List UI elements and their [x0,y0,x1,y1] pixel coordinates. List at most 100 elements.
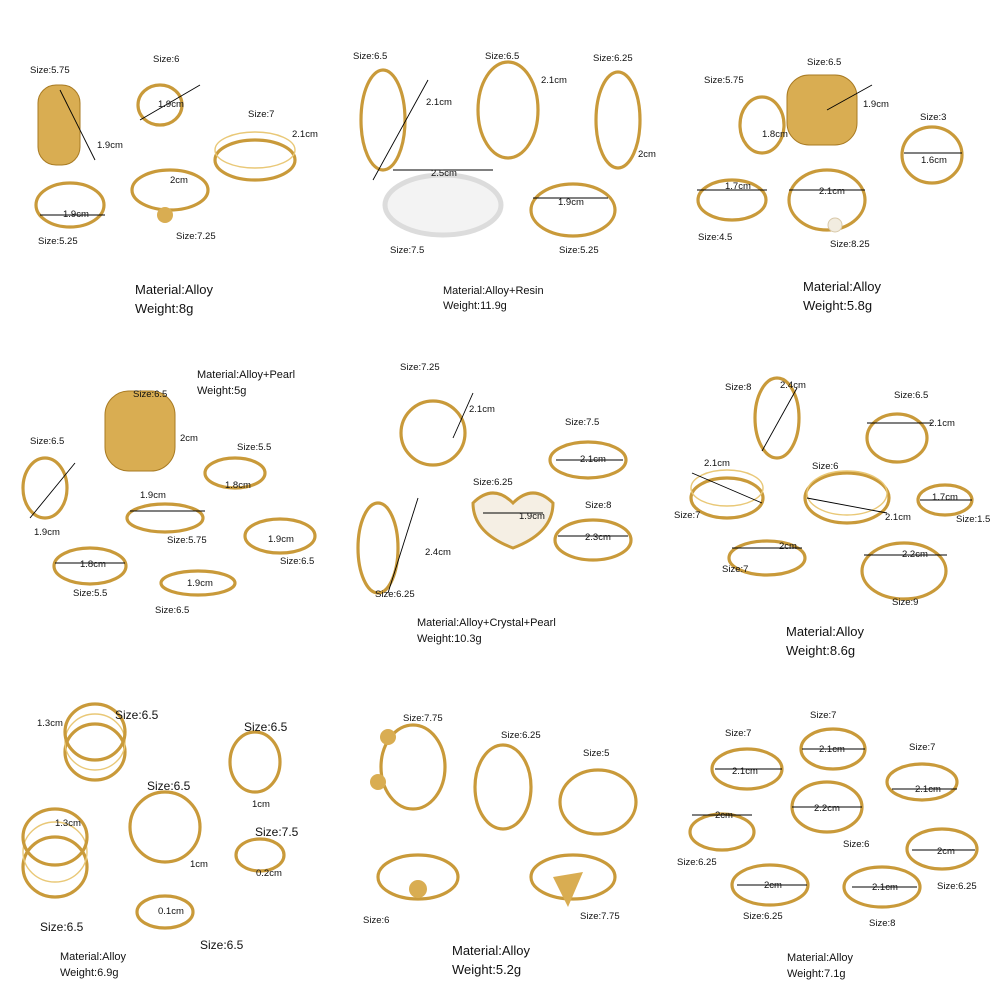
size-label: Size:1.5 [956,514,991,525]
size-label: Size:6.5 [485,51,520,62]
ring-set-illustration [688,727,979,909]
product-panel-5: Size:7.25 2.1cm Size:7.5 2.1cm Size:6.25… [333,333,666,666]
size-label: Size:5.25 [38,236,78,247]
material-text: Material:Alloy [787,952,854,964]
size-label: Size:6.25 [593,53,633,64]
measure-label: 1.3cm [37,718,63,729]
product-panel-2: Size:6.5 Size:6.5 Size:6.25 2.1cm 2.1cm … [333,0,666,333]
size-label: Size:6.25 [937,881,977,892]
size-label: Size:7.5 [255,825,299,839]
weight-text: Weight:6.9g [60,967,119,979]
measure-label: 2cm [937,846,955,857]
size-label: Size:6.5 [244,720,288,734]
material-text: Material:Alloy [452,943,531,958]
ring-set-illustration [21,702,286,930]
size-label: Size:8.25 [830,239,870,250]
measure-label: 1.7cm [725,181,751,192]
size-label: Size:6.5 [30,436,65,447]
size-label: Size:6.5 [807,57,842,68]
size-label: Size:7 [810,710,837,721]
measure-label: 2.1cm [704,458,730,469]
measure-label: 1.9cm [63,209,89,220]
size-label: Size:6.25 [677,857,717,868]
size-label: Size:6.5 [200,938,244,952]
measure-label: 2.1cm [292,129,318,140]
ring-set-illustration [689,376,974,601]
measure-label: 1cm [190,859,208,870]
product-panel-9: Size:7 Size:7 2.1cm 2.1cm Size:7 2.1cm 2… [667,667,1000,1000]
measure-label: 2.1cm [732,766,758,777]
size-label: Size:5.75 [30,65,70,76]
material-text: Material:Alloy+Crystal+Pearl [417,617,556,629]
size-label: Size:8 [725,382,752,393]
size-label: Size:6.5 [280,556,315,567]
size-label: Size:6.5 [894,390,929,401]
measure-label: 1.9cm [519,511,545,522]
size-label: Size:5.75 [167,535,207,546]
measure-label: 2.1cm [580,454,606,465]
measure-label: 2.2cm [902,549,928,560]
measure-label: 2cm [170,175,188,186]
measure-label: 2.1cm [885,512,911,523]
product-panel-4: Size:6.5 2cm Size:6.5 Size:5.5 1.8cm 1.9… [0,333,333,666]
size-label: Size:7 [722,564,749,575]
weight-text: Weight:11.9g [443,300,507,312]
measure-label: 1.9cm [187,578,213,589]
material-text: Material:Alloy [60,951,127,963]
measure-label: 2.1cm [819,744,845,755]
size-label: Size:7.5 [390,245,425,256]
measure-label: 2cm [764,880,782,891]
size-label: Size:6.5 [353,51,388,62]
product-panel-7: 1.3cm Size:6.5 Size:6.5 Size:6.5 1cm 1.3… [0,667,333,1000]
measure-label: 2.1cm [541,75,567,86]
size-label: Size:7 [909,742,936,753]
size-label: Size:8 [585,500,612,511]
measure-label: 1cm [252,799,270,810]
material-text: Material:Alloy+Pearl [197,369,296,381]
size-label: Size:6 [812,461,839,472]
ring-set-illustration [356,392,633,595]
measure-label: 2cm [715,810,733,821]
size-label: Size:7.25 [176,231,216,242]
size-label: Size:6.25 [501,730,541,741]
weight-text: Weight:7.1g [787,968,846,980]
size-label: Size:5 [583,748,610,759]
size-label: Size:6.5 [133,389,168,400]
measure-label: 2cm [779,541,797,552]
size-label: Size:7 [248,109,275,120]
measure-label: 1.9cm [140,490,166,501]
measure-label: 2.1cm [469,404,495,415]
measure-label: 2.1cm [819,186,845,197]
measure-label: 1.8cm [762,129,788,140]
measure-label: 2cm [180,433,198,444]
size-label: Size:9 [892,597,919,608]
material-text: Material:Alloy [786,624,865,639]
size-label: Size:6 [363,915,390,926]
weight-text: Weight:8.6g [786,643,856,658]
size-label: Size:3 [920,112,947,123]
size-label: Size:6.5 [115,708,159,722]
measure-label: 2.3cm [585,532,611,543]
measure-label: 1.9cm [158,99,184,110]
size-label: Size:6.5 [155,605,190,616]
measure-label: 2.2cm [814,803,840,814]
size-label: Size:7.75 [403,713,443,724]
measure-label: 0.2cm [256,868,282,879]
measure-label: 1.7cm [932,492,958,503]
size-label: Size:5.25 [559,245,599,256]
product-panel-3: Size:6.5 Size:5.75 1.9cm Size:3 1.8cm 1.… [667,0,1000,333]
measure-label: 2.1cm [915,784,941,795]
measure-label: 1.9cm [268,534,294,545]
size-label: Size:8 [869,918,896,929]
size-label: Size:7.25 [400,362,440,373]
measure-label: 1.6cm [921,155,947,166]
size-label: Size:6.25 [473,477,513,488]
material-text: Material:Alloy+Resin [443,285,544,297]
ring-set-illustration [370,723,638,907]
measure-label: 2.4cm [780,380,806,391]
size-label: Size:7 [674,510,701,521]
size-label: Size:6.25 [375,589,415,600]
size-label: Size:6 [153,54,180,65]
measure-label: 1.3cm [55,818,81,829]
material-text: Material:Alloy [803,279,882,294]
